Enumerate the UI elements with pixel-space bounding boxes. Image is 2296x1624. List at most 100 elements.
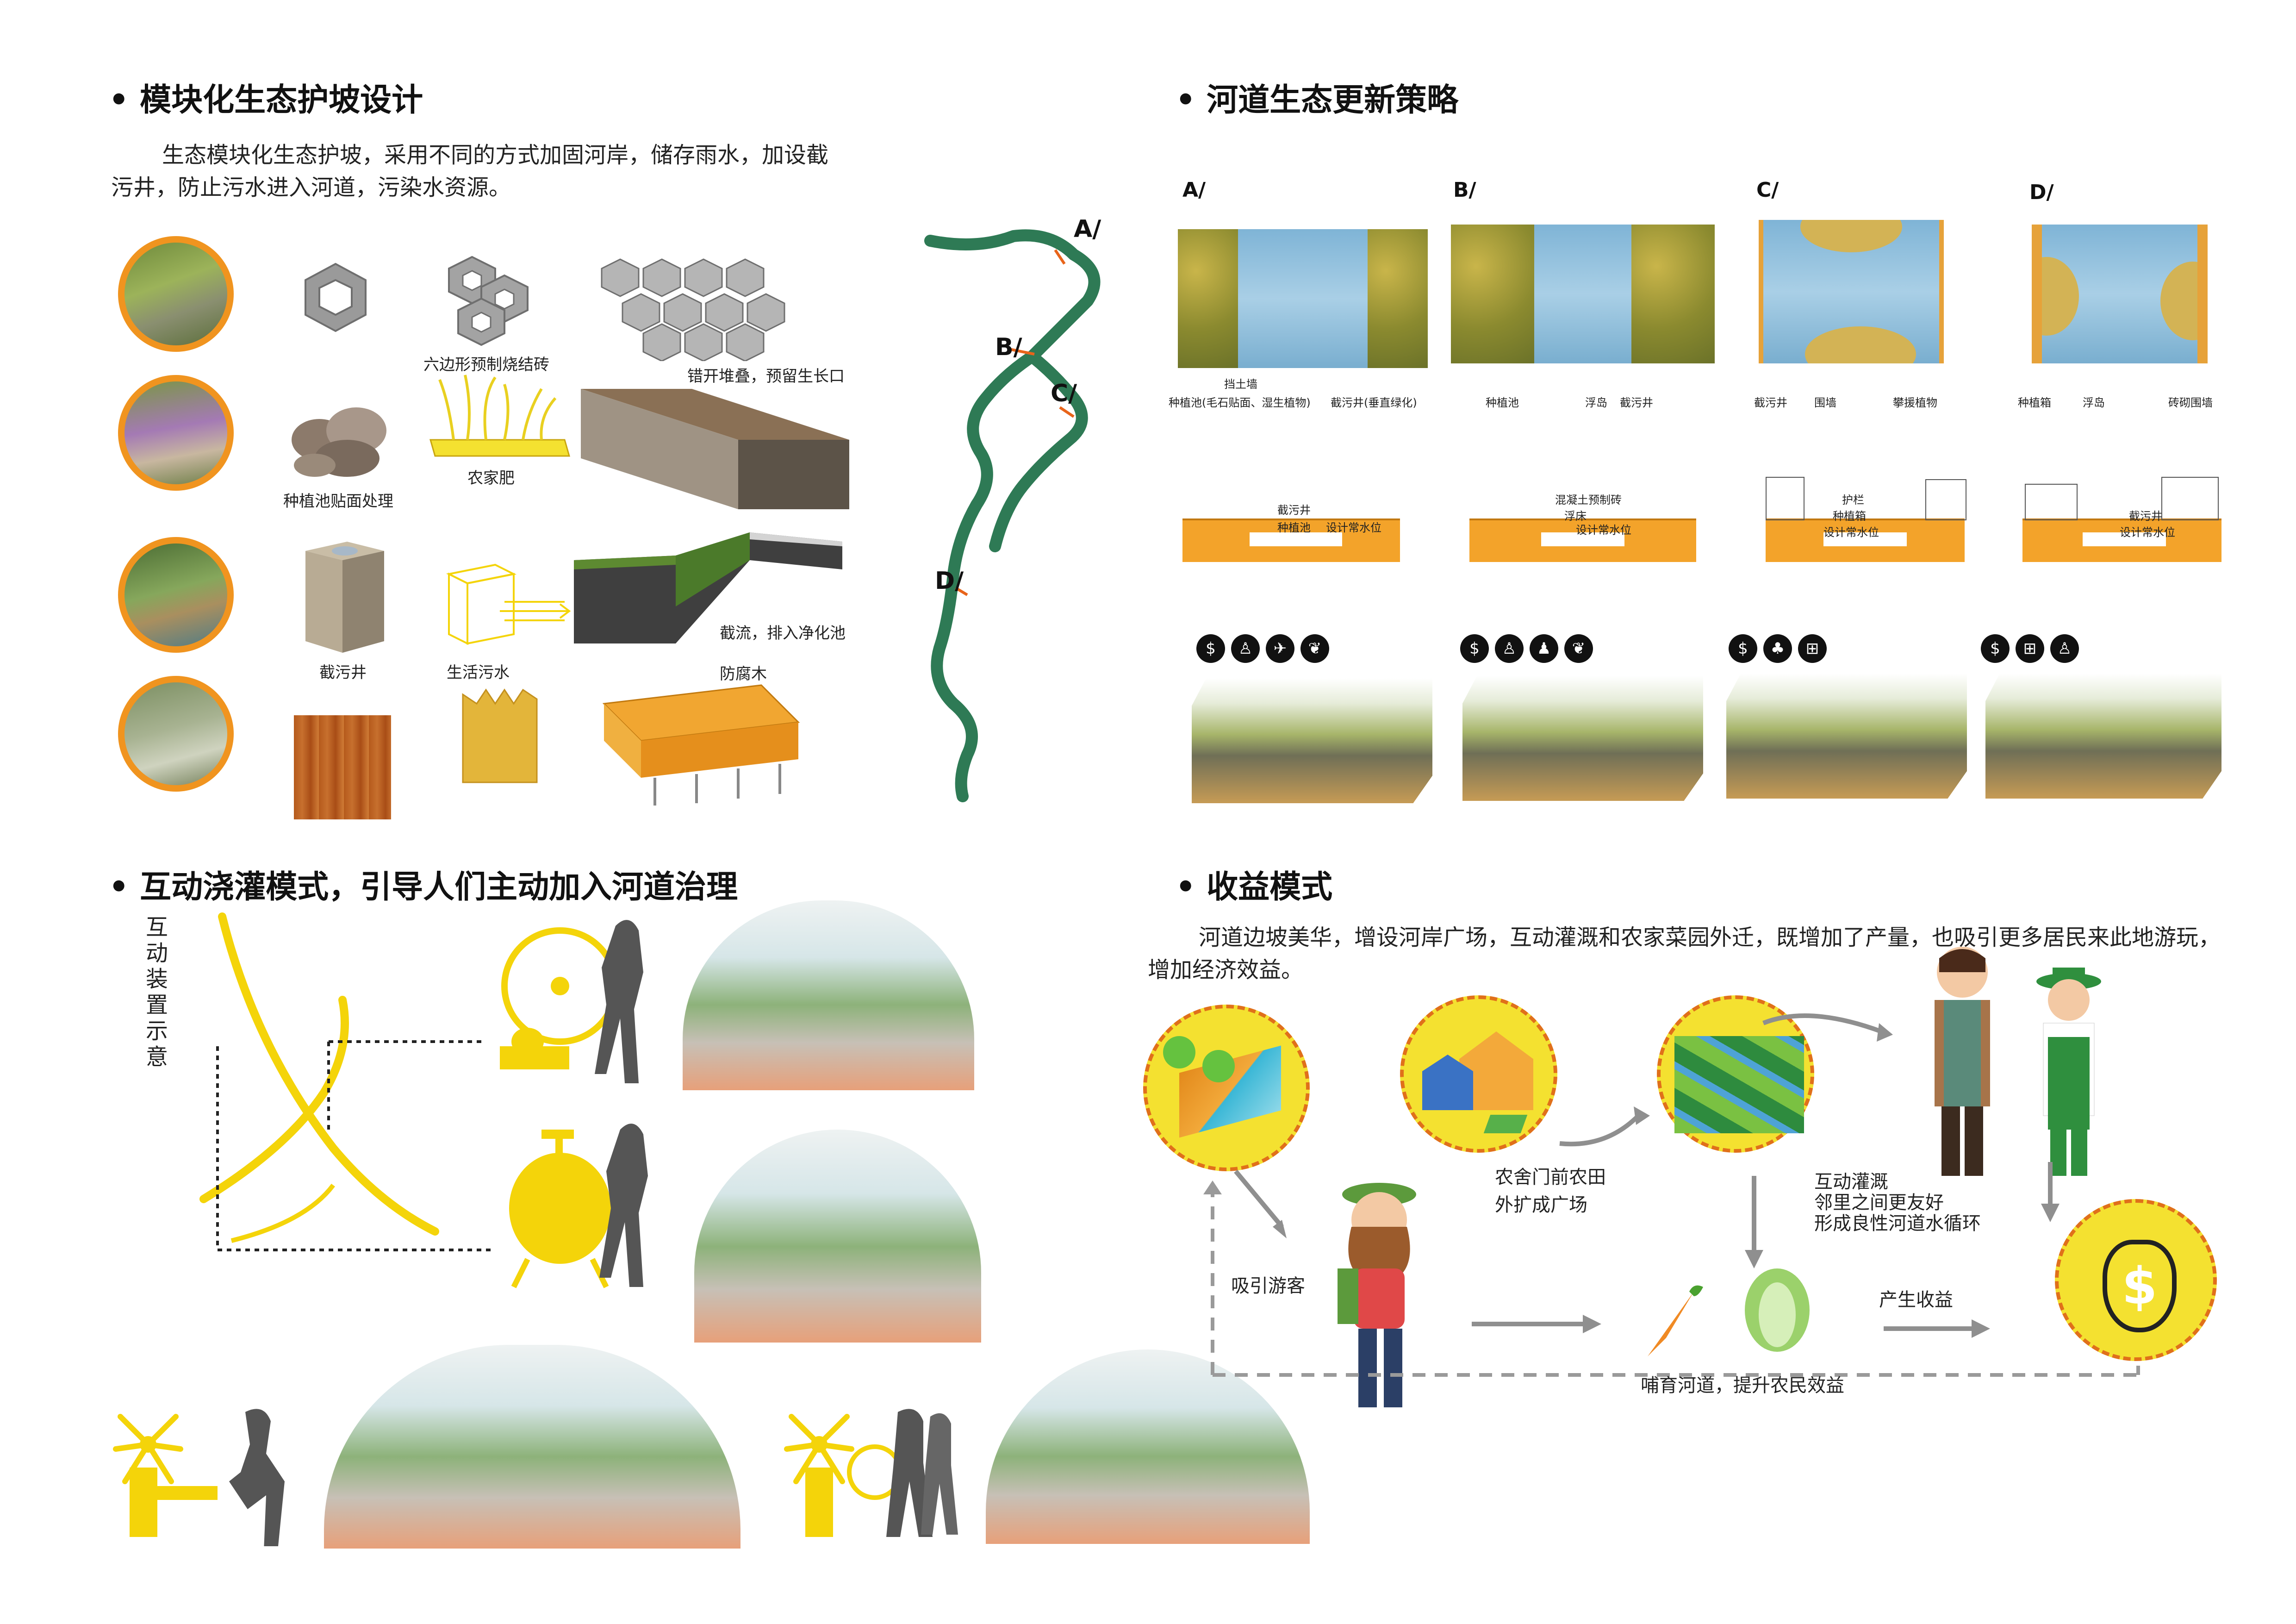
wheel-device-2 <box>509 1124 648 1288</box>
perspective-a <box>1192 678 1432 803</box>
plan-letter-b: B/ <box>1453 178 1476 202</box>
tree-1 <box>1163 1036 1195 1068</box>
plan-a-label-1: 挡土墙 <box>1224 378 1257 391</box>
intercept-slope <box>574 532 842 643</box>
plan-a-veg-right <box>1368 229 1428 368</box>
plan-d-label-2: 浮岛 <box>2083 396 2105 409</box>
plan-a-label-3: 截污井(垂直绿化) <box>1331 396 1417 409</box>
farmer-figure-1 <box>1935 947 1990 1176</box>
section-c-label-3: 设计常水位 <box>1823 526 1879 539</box>
rendering-2 <box>694 1130 981 1343</box>
label-irrigation-3: 形成良性河道水循环 <box>1814 1213 1981 1234</box>
section-a-label-2: 种植池 <box>1277 521 1311 534</box>
plan-d-label-1: 种植箱 <box>2018 396 2051 409</box>
farmer-figure-2 <box>2036 968 2101 1176</box>
section-c-water <box>1823 532 1907 546</box>
section-b-label-2: 浮床 <box>1564 510 1587 523</box>
tree-2 <box>1202 1050 1235 1082</box>
label-irrigation: 互动灌溉 <box>1814 1171 1888 1193</box>
domestic-sewage-diagram <box>446 563 571 645</box>
plan-c-bottom-island <box>1805 326 1916 363</box>
label-stagger: 错开堆叠，预留生长口 <box>687 367 845 386</box>
windmill-device-2 <box>784 1409 958 1537</box>
plan-c <box>1759 220 1944 363</box>
bullet: • <box>1176 869 1207 906</box>
plan-d <box>2032 225 2208 363</box>
plan-a <box>1178 229 1428 368</box>
carrot-icon <box>1648 1285 1703 1356</box>
leaf-icon: ❦ <box>1300 634 1329 663</box>
label-sewage-well: 截污井 <box>319 663 367 682</box>
money-icon: $ <box>1981 634 2010 663</box>
plan-b-veg-left <box>1451 225 1534 363</box>
section-d-label-2: 设计常水位 <box>2120 526 2175 539</box>
label-planter-face: 种植池贴面处理 <box>283 492 393 511</box>
money-bag-icon: $ <box>2103 1240 2177 1332</box>
section-a-label-1: 截污井 <box>1277 504 1311 517</box>
cabbage-icon <box>1745 1268 1810 1352</box>
label-hex-brick: 六边形预制烧结砖 <box>423 356 549 374</box>
fence-piece <box>462 688 538 783</box>
plan-c-label-3: 攀援植物 <box>1893 396 1937 409</box>
money-icon: $ <box>1729 634 1757 663</box>
section-a-water <box>1250 532 1342 546</box>
bank-photo-4 <box>118 676 234 792</box>
section-d-label-1: 截污井 <box>2129 510 2162 523</box>
section-c-building-left <box>1766 477 1804 520</box>
section-c-label-1: 护栏 <box>1842 493 1864 506</box>
bank-photo-1 <box>118 236 234 352</box>
tourist-figure <box>1338 1183 1416 1407</box>
label-intercept: 截流，排入净化池 <box>720 624 846 643</box>
profit-description: 河道边坡美华，增设河岸广场，互动灌溉和农家菜园外迁，既增加了产量，也吸引更多居民… <box>1148 924 2221 983</box>
plan-b-label-3: 截污井 <box>1620 396 1653 409</box>
plan-b-label-2: 浮岛 <box>1585 396 1607 409</box>
rendering-3 <box>324 1345 740 1549</box>
map-marker-b: B/ <box>995 333 1022 361</box>
label-income: 产生收益 <box>1879 1289 1953 1311</box>
wheel-device-1 <box>500 920 643 1083</box>
irrigation-fields <box>1674 1036 1804 1133</box>
perspective-d <box>1985 674 2221 799</box>
section-b-label-1: 混凝土预制砖 <box>1555 493 1622 506</box>
grid-icon: ⊞ <box>2016 634 2044 663</box>
plan-d-label-3: 砖砌围墙 <box>2168 396 2213 409</box>
label-tourists: 吸引游客 <box>1231 1275 1305 1297</box>
seated-person-icon: ♙ <box>1495 634 1524 663</box>
bank-photo-3 <box>118 537 234 653</box>
plan-c-top-island <box>1800 220 1902 252</box>
wood-pavilion <box>602 684 800 806</box>
label-farmhouse-2: 外扩成广场 <box>1495 1194 1587 1216</box>
runner-icon: ✈ <box>1266 634 1294 663</box>
stone-wall-block <box>581 389 849 509</box>
people-icon: ♟ <box>1530 634 1558 663</box>
bullet: • <box>109 869 140 906</box>
stone-facing <box>292 407 386 477</box>
plan-b <box>1451 225 1715 363</box>
label-wood: 防腐木 <box>720 665 767 683</box>
plan-b-veg-right <box>1631 225 1715 363</box>
hex-brick-grid <box>601 258 785 361</box>
plan-c-label-2: 围墙 <box>1814 396 1836 409</box>
leaf-icon: ❦ <box>1564 634 1593 663</box>
perspective-b <box>1462 676 1703 801</box>
person-icon: ♙ <box>2050 634 2079 663</box>
circle-farmhouse <box>1400 995 1557 1153</box>
section-d-building-left <box>2025 484 2078 520</box>
plan-c-label-1: 截污井 <box>1754 396 1787 409</box>
modular-description: 生态模块化生态护坡，采用不同的方式加固河岸，储存雨水，加设截污井，防止污水进入河… <box>111 142 829 200</box>
plan-a-label-2: 种植池(毛石贴面、湿生植物) <box>1169 396 1311 409</box>
section-d-building-right <box>2161 477 2219 520</box>
path-diagram <box>199 912 491 1251</box>
section-title-profit: • 收益模式 <box>1176 869 1333 906</box>
bank-photo-2 <box>118 375 234 491</box>
money-icon: $ <box>1460 634 1489 663</box>
plan-d-left-island <box>2042 257 2079 336</box>
section-c-building-right <box>1925 479 1966 520</box>
circle-income: $ <box>2055 1199 2217 1361</box>
label-domestic: 生活污水 <box>447 663 510 682</box>
river-map <box>924 229 1101 802</box>
bullet: • <box>1176 82 1207 119</box>
wood-swatch <box>294 715 391 819</box>
label-manure: 农家肥 <box>467 469 515 487</box>
section-b-water <box>1541 532 1624 546</box>
